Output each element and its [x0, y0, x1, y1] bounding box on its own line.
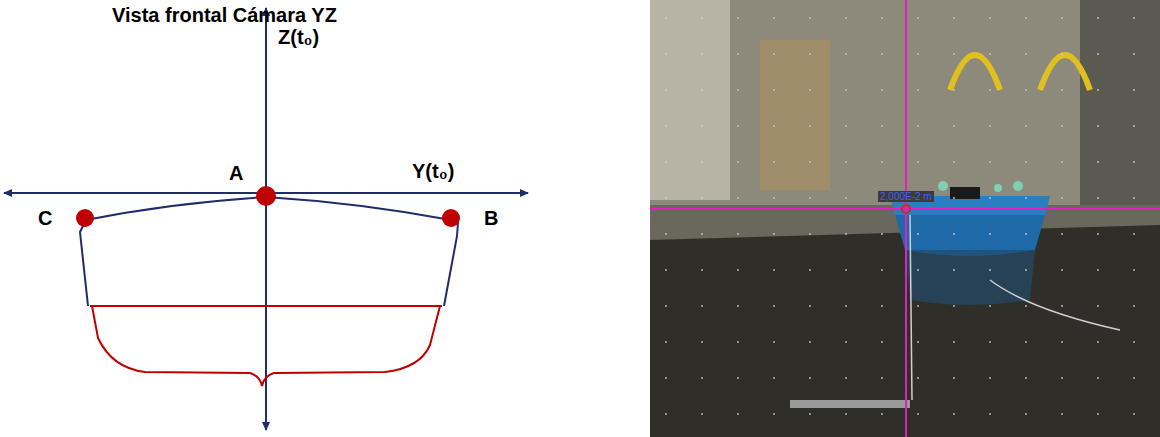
- z-axis: [265, 8, 267, 430]
- point-label: A: [229, 162, 243, 185]
- axis-label: Z(t₀): [278, 26, 319, 49]
- hull-side: [444, 222, 458, 306]
- point-label: B: [484, 207, 498, 230]
- waterline: [90, 305, 442, 307]
- diagram-title: Vista frontal Cámara YZ: [112, 4, 337, 27]
- point-label: C: [38, 207, 52, 230]
- axis-label: Y(t₀): [412, 160, 454, 183]
- hull-side: [80, 220, 88, 306]
- point-marker: [256, 186, 276, 206]
- submerged-hull: [92, 306, 440, 386]
- point-marker: [76, 209, 94, 227]
- tank-photo: [650, 0, 1160, 437]
- measure-label: 2,000E-2 m: [878, 191, 934, 202]
- point-marker: [442, 209, 460, 227]
